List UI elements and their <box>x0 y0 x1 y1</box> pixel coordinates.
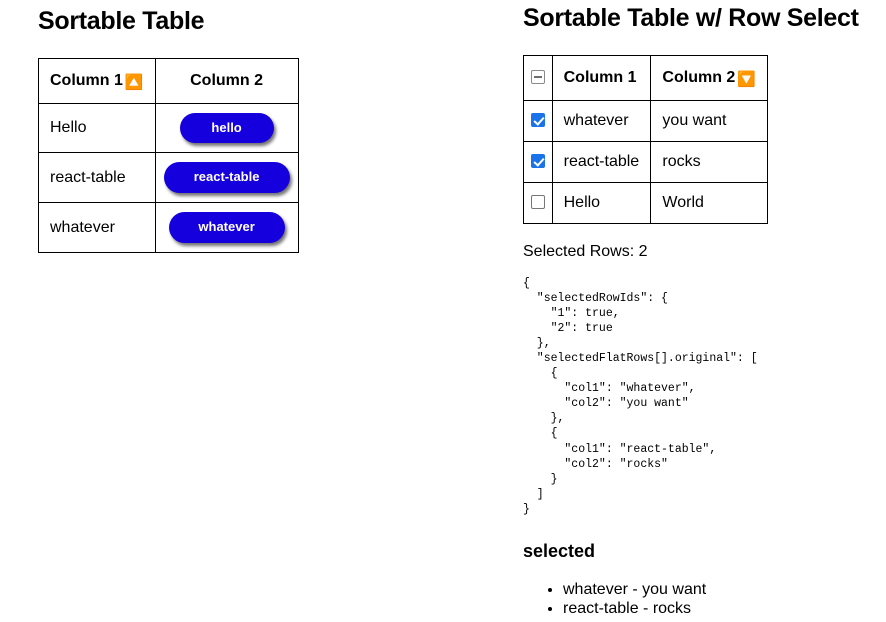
cell-col2: react-table <box>154 152 299 204</box>
sortable-table: Column 1🔼 Column 2 Hello hello react-tab… <box>38 57 299 254</box>
column-header-col2[interactable]: Column 2 <box>154 57 299 104</box>
column-header-col2[interactable]: Column 2🔽 <box>650 54 768 101</box>
cell-col2: World <box>650 181 768 224</box>
page-title-sortable-table: Sortable Table <box>38 7 205 35</box>
table-header-row: Column 1🔼 Column 2 <box>38 57 299 104</box>
column-header-col1[interactable]: Column 1 <box>551 54 652 101</box>
row-select-checkbox[interactable] <box>530 113 545 128</box>
sort-ascending-icon[interactable]: 🔼 <box>124 72 144 91</box>
table-row: Hello World <box>523 181 768 224</box>
cell-col2: rocks <box>650 140 768 183</box>
row-select-checkbox[interactable] <box>530 154 545 169</box>
sortable-table-panel: Sortable Table Column 1🔼 Column 2 Hello … <box>38 7 478 254</box>
cell-row-select[interactable] <box>523 181 553 224</box>
cell-col1: whatever <box>38 202 156 254</box>
cell-col1: Hello <box>551 181 652 224</box>
cell-col1: Hello <box>38 102 156 154</box>
table-row: react-table rocks <box>523 140 768 183</box>
sortable-table-body: Hello hello react-table react-table what… <box>38 102 299 254</box>
cell-row-select[interactable] <box>523 140 553 183</box>
cell-col1: react-table <box>38 152 156 204</box>
column-header-col2-label: Column 2 <box>190 71 264 89</box>
sortable-table-row-select-panel: Sortable Table w/ Row Select Column 1 Co… <box>523 4 873 618</box>
list-item: whatever - you want <box>563 580 873 599</box>
selected-heading: selected <box>523 541 596 561</box>
row-select-table-head: Column 1 Column 2🔽 <box>523 54 768 101</box>
cell-col2: hello <box>154 102 299 154</box>
selected-rows-count: Selected Rows: 2 <box>523 242 648 260</box>
cell-col2: you want <box>650 99 768 142</box>
column-header-col1-label: Column 1 <box>563 68 637 86</box>
selected-rows-list: whatever - you want react-table - rocks <box>523 580 873 618</box>
column-header-select-all[interactable] <box>523 54 553 101</box>
row-select-checkbox[interactable] <box>530 195 545 210</box>
sortable-table-head: Column 1🔼 Column 2 <box>38 57 299 104</box>
table-row: react-table react-table <box>38 152 299 204</box>
cell-col2: whatever <box>154 202 299 254</box>
page-title-sortable-table-row-select: Sortable Table w/ Row Select <box>523 4 859 32</box>
table-row: whatever you want <box>523 99 768 142</box>
list-item: react-table - rocks <box>563 599 873 618</box>
cell-row-select[interactable] <box>523 99 553 142</box>
row-action-button[interactable]: hello <box>179 112 274 144</box>
row-action-button[interactable]: whatever <box>168 212 285 244</box>
table-row: Hello hello <box>38 102 299 154</box>
column-header-col2-label: Column 2 <box>662 68 736 86</box>
cell-col1: whatever <box>551 99 652 142</box>
row-select-table-body: whatever you want react-table rocks Hell… <box>523 99 768 224</box>
selection-state-json: { "selectedRowIds": { "1": true, "2": tr… <box>523 276 758 516</box>
row-select-table: Column 1 Column 2🔽 whatever you want <box>523 54 768 224</box>
column-header-col1-label: Column 1 <box>50 71 123 89</box>
sort-descending-icon[interactable]: 🔽 <box>737 69 756 88</box>
table-row: whatever whatever <box>38 202 299 254</box>
select-all-checkbox[interactable] <box>530 70 545 85</box>
row-action-button[interactable]: react-table <box>163 162 290 194</box>
column-header-col1[interactable]: Column 1🔼 <box>38 57 156 104</box>
table-header-row: Column 1 Column 2🔽 <box>523 54 768 101</box>
cell-col1: react-table <box>551 140 652 183</box>
